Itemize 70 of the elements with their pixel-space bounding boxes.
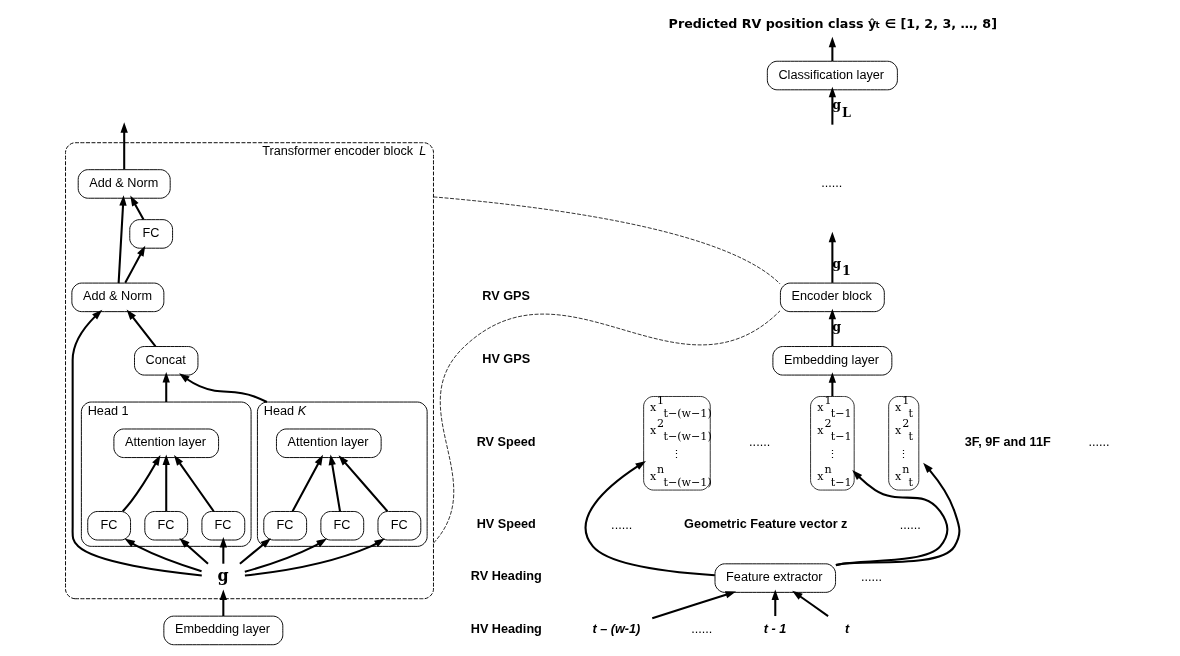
connector — [432, 196, 780, 285]
node-box: Embedding layer — [771, 346, 892, 376]
arrow — [71, 309, 202, 577]
arrow — [828, 308, 836, 347]
arrow — [244, 538, 385, 577]
label: RV Speed — [476, 434, 536, 449]
arrow — [828, 86, 836, 125]
connector — [432, 310, 780, 544]
arrow — [178, 373, 267, 403]
node-box: FC — [319, 511, 364, 541]
node-box: Add & Norm — [77, 169, 171, 199]
node-box: FC — [262, 511, 307, 541]
arrow — [835, 462, 960, 566]
arrow — [162, 454, 170, 512]
arrow — [328, 454, 341, 512]
label: ...... — [899, 517, 921, 532]
node-box: Concat — [133, 346, 198, 376]
label: HV Speed — [476, 516, 536, 531]
label: RV Heading — [470, 569, 542, 584]
node-text: g — [216, 566, 228, 586]
arrow — [178, 538, 209, 565]
label: Geometric Feature vector z — [683, 516, 847, 531]
arrow — [244, 538, 327, 573]
arrow — [123, 538, 202, 573]
arrow — [651, 591, 736, 620]
label: RV GPS — [481, 288, 530, 303]
arrow — [120, 122, 128, 170]
node-text: t – (w-1) — [591, 621, 640, 636]
edge-label: g — [831, 319, 841, 335]
node-box: Attention layer — [275, 428, 382, 459]
label: HV GPS — [481, 352, 530, 367]
node-box: FC — [143, 511, 188, 541]
label: ...... — [610, 517, 632, 532]
label: ...... — [860, 570, 882, 585]
label: ...... — [1088, 435, 1110, 450]
node-box: FC — [200, 511, 245, 541]
arrow — [584, 461, 715, 577]
arrow — [291, 454, 323, 512]
arrow — [173, 455, 214, 512]
arrow — [123, 245, 145, 284]
arrow — [771, 589, 779, 617]
node-text: t — [844, 621, 849, 636]
node-box: FC — [377, 511, 421, 541]
node-box: FC — [86, 511, 131, 541]
arrow — [238, 538, 271, 565]
node-box: Attention layer — [112, 428, 219, 459]
arrow — [219, 537, 227, 564]
node-box: FC — [128, 219, 173, 249]
arrow — [129, 195, 144, 220]
arrow — [791, 590, 829, 617]
arrow — [121, 455, 160, 512]
node-text: Predicted RV position class ŷt ∈ [1, 2, 3, …, 8] — [668, 15, 997, 31]
node-box: Feature extractor — [714, 563, 836, 593]
arrow — [338, 455, 388, 512]
label: ...... — [748, 435, 770, 450]
label: HV Heading — [470, 621, 542, 636]
label: ...... — [690, 622, 712, 637]
node-box: Classification layer — [766, 60, 898, 91]
arrow — [162, 372, 170, 403]
node-box: Encoder block — [779, 282, 885, 313]
arrow — [219, 589, 227, 617]
arrow — [828, 36, 836, 61]
label: ...... — [820, 175, 842, 190]
node-box: Add & Norm — [70, 282, 164, 313]
arrow — [828, 231, 836, 283]
arrow — [117, 195, 127, 284]
arrow — [126, 309, 156, 347]
label: 3F, 9F and 11F — [964, 434, 1051, 449]
node-box: Embedding layer — [162, 615, 283, 646]
node-text: t - 1 — [763, 621, 786, 636]
